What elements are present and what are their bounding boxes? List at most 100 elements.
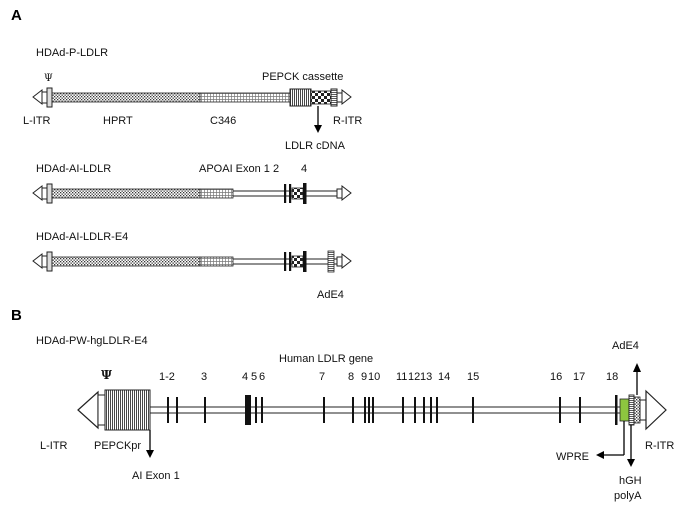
apoai-exon-label: APOAI Exon 1 2 <box>199 163 279 175</box>
exon-mark <box>255 397 257 423</box>
polya-label: polyA <box>614 490 642 502</box>
exon-mark <box>364 397 366 423</box>
r-itr-arrow-3 <box>341 252 352 270</box>
panel-b-title: HDAd-PW-hgLDLR-E4 <box>36 335 148 347</box>
exon-mark <box>430 397 432 423</box>
exon-label: 16 <box>550 371 562 383</box>
ade4-box-b <box>633 396 641 424</box>
exon-label: 11 <box>396 371 407 383</box>
exon-mark <box>261 397 263 423</box>
construct1-title: HDAd-P-LDLR <box>36 47 108 59</box>
exon-mark <box>176 397 178 423</box>
psi-symbol-2: Ψ <box>101 368 112 382</box>
exon-number-labels: 1-2 3 4 5 6 7 8 9 10 11 12 13 14 15 16 1… <box>159 371 618 383</box>
panel-b-letter: B <box>11 307 22 324</box>
apoai-exon2-mark <box>289 184 292 203</box>
wpre-label: WPRE <box>556 451 589 463</box>
l-itr-label: L-ITR <box>23 115 51 127</box>
exon-label: 18 <box>606 371 618 383</box>
exon-mark <box>402 397 404 423</box>
hgh-polya-box <box>628 394 635 426</box>
l-itr-arrow <box>32 88 43 106</box>
exon-label: 3 <box>201 371 207 383</box>
ade4-pointer-up <box>633 363 641 372</box>
construct3-title: HDAd-AI-LDLR-E4 <box>36 231 128 243</box>
construct1-map <box>32 87 352 133</box>
c346-stuffer-2 <box>199 188 234 199</box>
pepck-promoter-block <box>104 389 151 431</box>
hprt-stuffer-2 <box>51 188 201 199</box>
l-itr-label-b: L-ITR <box>40 440 68 452</box>
panel-b-map <box>77 363 667 467</box>
r-itr-arrow-b <box>645 389 667 431</box>
exon-label: 10 <box>368 371 380 383</box>
exon-mark <box>167 397 169 423</box>
ade4-box-a <box>327 250 335 273</box>
hprt-stuffer-3 <box>51 256 201 267</box>
r-itr-label: R-ITR <box>333 115 362 127</box>
apoai-exon4-mark <box>303 183 307 204</box>
construct2-map <box>32 183 352 204</box>
ai-exon1-pointer <box>146 450 154 458</box>
exon-label: 8 <box>348 371 354 383</box>
exon-label: 4 <box>242 371 248 383</box>
construct3-map <box>32 250 352 273</box>
hgh-polya-pointer <box>627 459 635 467</box>
exon-mark <box>204 397 206 423</box>
exon-marks <box>167 395 618 425</box>
exon-mark <box>352 397 354 423</box>
ldlr-cdna-pointer <box>314 125 322 133</box>
wpre-green-block <box>619 398 630 422</box>
hprt-label: HPRT <box>103 115 133 127</box>
exon-label: 15 <box>467 371 479 383</box>
exon-label: 12 <box>408 371 420 383</box>
exon-mark <box>414 397 416 423</box>
exon-mark <box>472 397 474 423</box>
c346-stuffer <box>199 92 291 103</box>
c346-label: C346 <box>210 115 236 127</box>
human-ldlr-gene-label: Human LDLR gene <box>279 353 373 365</box>
exon-mark <box>245 395 251 425</box>
exon-mark <box>372 397 374 423</box>
exon-mark <box>559 397 561 423</box>
pepck-promoter-box <box>289 88 312 107</box>
ade4-label-a: AdE4 <box>317 289 344 301</box>
pepck-cassette-label: PEPCK cassette <box>262 71 343 83</box>
exon-label: 7 <box>319 371 325 383</box>
ldlr-cdna-label: LDLR cDNA <box>285 140 346 152</box>
exon-label: 17 <box>573 371 585 383</box>
exon-mark <box>579 397 581 423</box>
exon4-label: 4 <box>301 163 307 175</box>
exon-label: 14 <box>438 371 450 383</box>
c346-stuffer-3 <box>199 256 234 267</box>
ldlr-cdna-box-3 <box>291 255 304 268</box>
exon-label: 13 <box>420 371 432 383</box>
exon-label: 5 <box>251 371 257 383</box>
exon-label: 9 <box>361 371 367 383</box>
hprt-stuffer <box>51 92 201 103</box>
pepckpr-label: PEPCKpr <box>94 440 141 452</box>
l-itr-arrow-b <box>77 390 99 430</box>
r-itr-label-b: R-ITR <box>645 440 674 452</box>
l-itr-box <box>41 91 48 104</box>
r-itr-box <box>336 92 343 103</box>
l-itr-arrow-3 <box>32 252 43 270</box>
exon-mark <box>323 397 325 423</box>
l-itr-arrow-2 <box>32 184 43 202</box>
ai-exon1-label: AI Exon 1 <box>132 470 180 482</box>
ade4-label-b: AdE4 <box>612 340 639 352</box>
construct2-title: HDAd-AI-LDLR <box>36 163 111 175</box>
exon-label: 6 <box>259 371 265 383</box>
packaging-signal-box <box>46 87 53 108</box>
psi-symbol-1: Ψ <box>44 73 53 84</box>
exon-mark <box>368 397 370 423</box>
ldlr-cdna-box-2 <box>291 187 304 200</box>
r-itr-arrow-2 <box>341 184 352 202</box>
ldlr-cdna-box <box>310 90 332 105</box>
r-itr-arrow <box>341 88 352 106</box>
exon-label: 1-2 <box>159 371 175 383</box>
apoai-exon1-mark <box>284 184 287 203</box>
exon-mark <box>423 397 425 423</box>
